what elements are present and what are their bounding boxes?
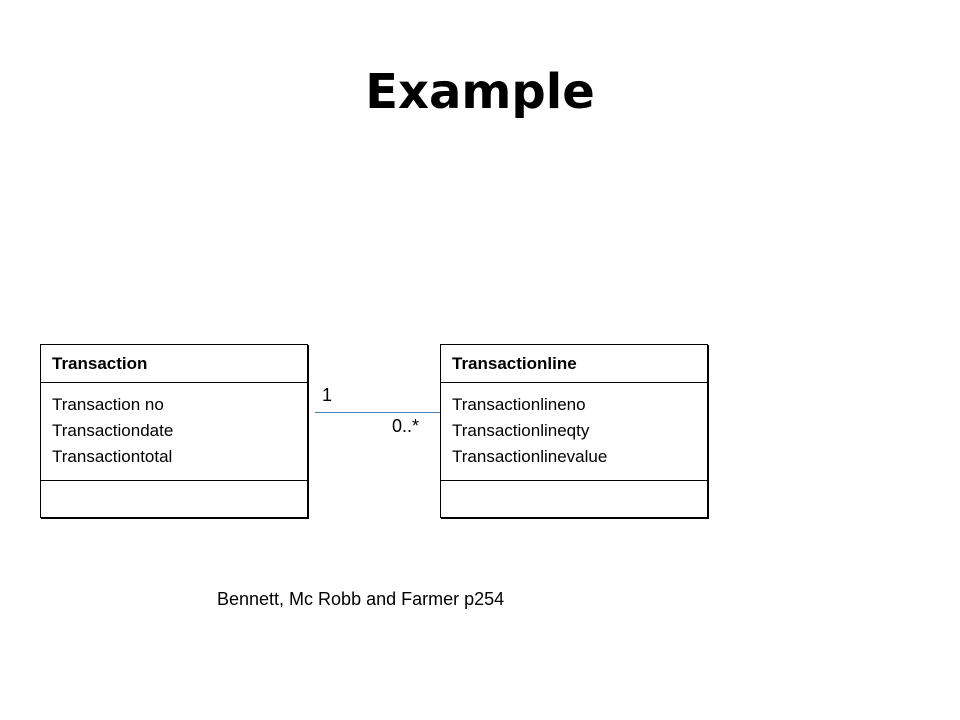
attribute: Transactiondate	[52, 421, 174, 440]
attribute: Transaction no	[52, 395, 164, 414]
attributes-compartment: Transaction no Transactiondate Transacti…	[41, 383, 307, 481]
association-line	[315, 412, 440, 413]
attribute: Transactiontotal	[52, 447, 173, 466]
operations-compartment	[441, 481, 707, 517]
attributes-compartment: Transactionlineno Transactionlineqty Tra…	[441, 383, 707, 481]
citation: Bennett, Mc Robb and Farmer p254	[217, 589, 505, 609]
class-box-transaction: Transaction Transaction no Transactionda…	[40, 344, 308, 518]
slide-title: Example	[365, 64, 595, 120]
attribute: Transactionlineqty	[452, 421, 590, 440]
attribute: Transactionlineno	[452, 395, 586, 414]
target-multiplicity: 0..*	[392, 416, 420, 436]
class-name: Transaction	[41, 345, 307, 383]
source-multiplicity: 1	[322, 385, 333, 405]
class-name: Transactionline	[441, 345, 707, 383]
class-box-transactionline: Transactionline Transactionlineno Transa…	[440, 344, 708, 518]
attribute: Transactionlinevalue	[452, 447, 608, 466]
operations-compartment	[41, 481, 307, 517]
